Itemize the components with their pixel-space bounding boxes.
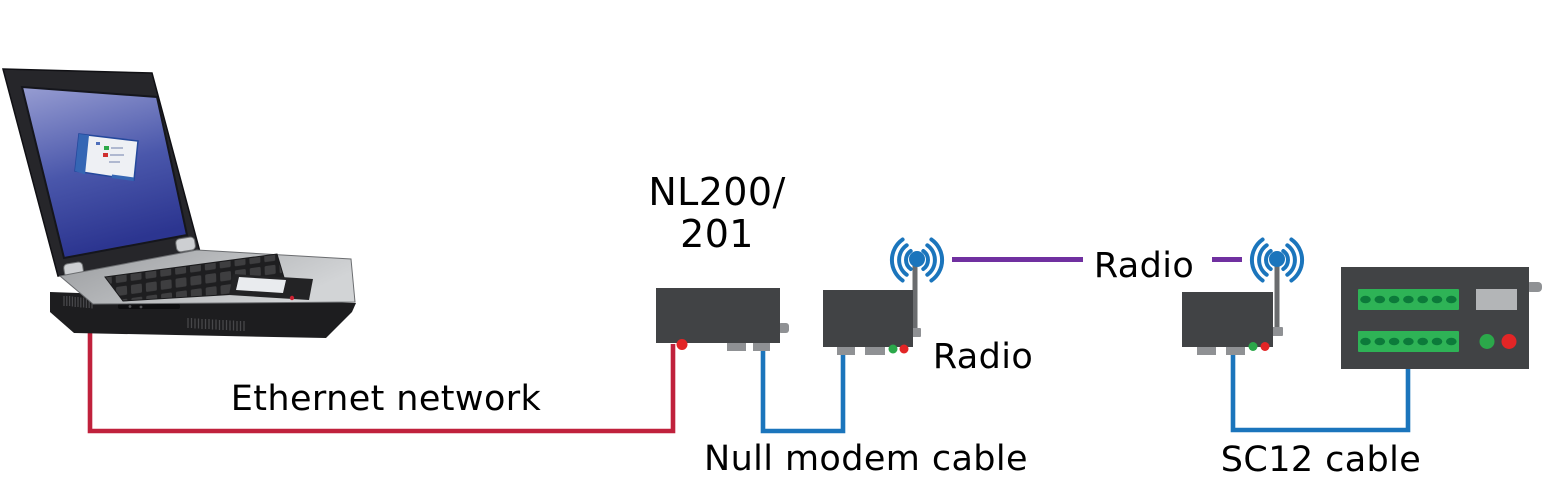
radio-body <box>1182 292 1273 347</box>
datalogger-body <box>1341 267 1529 369</box>
datalogger-green-led <box>1479 334 1495 349</box>
sc12-cable-label: SC12 cable <box>1220 440 1422 480</box>
datalogger-red-led <box>1501 334 1517 349</box>
ethernet-cable-label: Ethernet network <box>230 379 542 419</box>
radio-port <box>1197 347 1216 355</box>
radio-device-label: Radio <box>932 337 1034 377</box>
nl200-side-connector <box>778 323 789 333</box>
wifi-signal-arcs-icon <box>1249 237 1305 283</box>
software-window-icon <box>74 133 139 181</box>
drive-dot <box>128 305 132 308</box>
terminal-holes <box>1360 295 1457 346</box>
nl200-label-line1: NL200/ <box>648 170 786 214</box>
antenna-tip <box>1269 251 1285 267</box>
antenna-foot <box>1271 327 1283 336</box>
radio-port <box>1226 347 1245 355</box>
nl200-label-line2: 201 <box>680 212 754 256</box>
cables-layer <box>87 257 1411 434</box>
radio-red-led <box>899 344 909 354</box>
radio-green-led <box>1248 342 1258 351</box>
drive-dot <box>139 305 143 309</box>
nl200-body <box>656 288 780 343</box>
radio-port <box>837 347 855 355</box>
laptop-vent-left <box>63 296 93 309</box>
laptop-hinge <box>175 236 196 253</box>
ethernet-cable-line <box>87 303 676 434</box>
radio-device-icon <box>1182 237 1305 355</box>
laptop-icon <box>2 68 356 338</box>
radio-red-led <box>1260 342 1270 351</box>
radio-link-label: Radio <box>1093 246 1195 286</box>
wifi-signal-arcs-icon <box>889 237 945 283</box>
datalogger-display-panel <box>1476 289 1517 310</box>
radio-body <box>823 290 913 347</box>
null-modem-cable-label: Null modem cable <box>704 439 1028 479</box>
laptop-vent-front <box>187 318 245 331</box>
antenna-tip <box>909 251 925 267</box>
sc12-cable-line <box>1230 352 1411 433</box>
radio-port <box>865 347 885 355</box>
radio-device-icon <box>823 237 945 355</box>
laptop-drive-slot <box>118 304 180 309</box>
datalogger-icon <box>1341 267 1542 369</box>
nl200-device-label: NL200/ 201 <box>617 171 817 255</box>
antenna-mast <box>1274 262 1280 328</box>
nl200-port <box>727 343 746 351</box>
datalogger-side-connector <box>1526 282 1542 292</box>
radio-green-led <box>888 344 898 354</box>
nl200-port <box>753 343 770 351</box>
laptop-power-led <box>289 295 295 301</box>
nl200-device-icon <box>656 288 789 351</box>
antenna-mast <box>912 262 918 330</box>
laptop-touchpad <box>236 277 286 293</box>
nl200-red-led <box>676 339 688 350</box>
null-modem-cable-line <box>760 347 846 434</box>
